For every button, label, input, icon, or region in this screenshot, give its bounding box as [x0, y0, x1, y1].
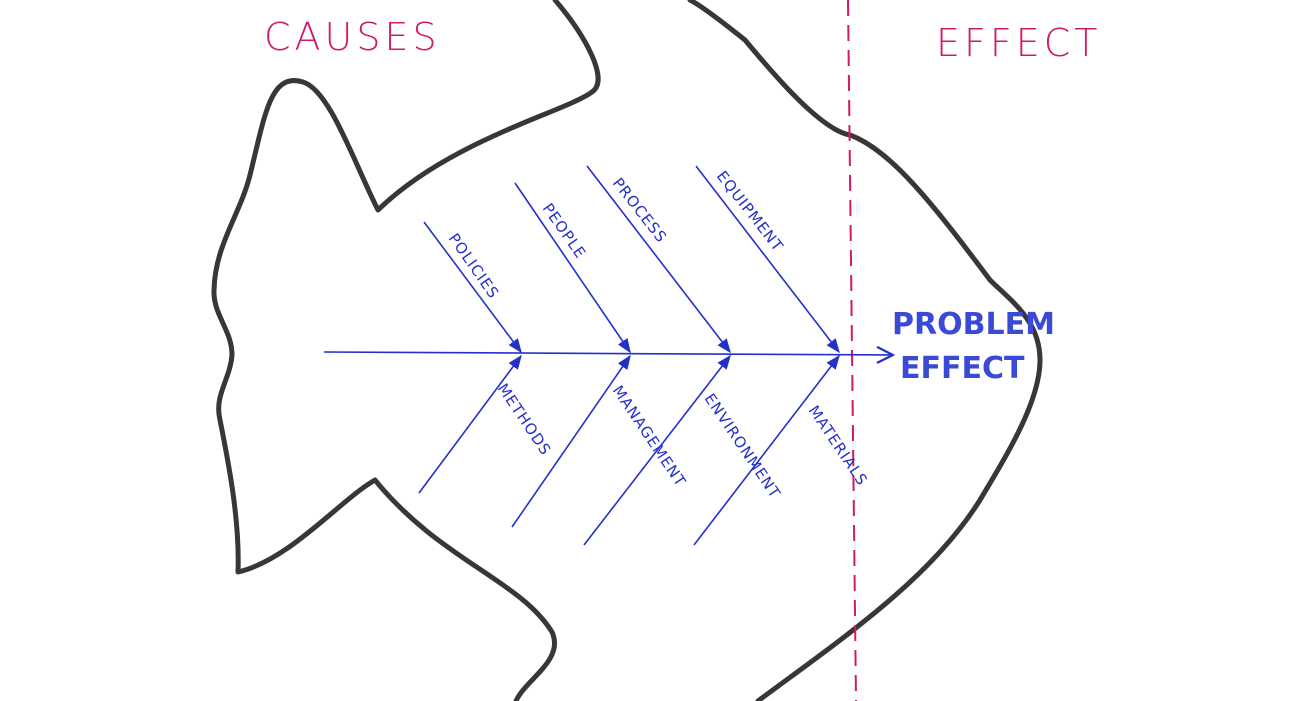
bone-top-3: [586, 165, 731, 354]
bone-bottom-4: [693, 354, 840, 546]
fish-outline: [211, 0, 1043, 701]
cause-label-equipment: EQUIPMENT: [713, 167, 787, 255]
causes-heading: CAUSES: [264, 15, 441, 59]
bone-top-4: [695, 165, 840, 354]
cause-label-materials: MATERIALS: [805, 402, 872, 489]
cause-label-methods: METHODS: [494, 380, 555, 459]
bone-bottom-2: [511, 354, 631, 528]
problem-label: PROBLEM: [892, 307, 1055, 342]
effect-heading: EFFECT: [936, 21, 1101, 65]
bone-bottom-3: [583, 354, 731, 546]
bone-bottom-1: [418, 354, 522, 494]
cause-effect-divider: [847, 0, 857, 701]
problem-effect-label: EFFECT: [900, 351, 1025, 386]
cause-label-policies: POLICIES: [445, 230, 503, 302]
cause-label-environment: ENVIRONMENT: [701, 390, 785, 502]
cause-label-people: PEOPLE: [539, 200, 590, 262]
bone-top-2: [514, 182, 631, 354]
spine-arrow: [323, 352, 893, 355]
bone-top-1: [423, 221, 522, 354]
cause-label-management: MANAGEMENT: [609, 382, 690, 490]
